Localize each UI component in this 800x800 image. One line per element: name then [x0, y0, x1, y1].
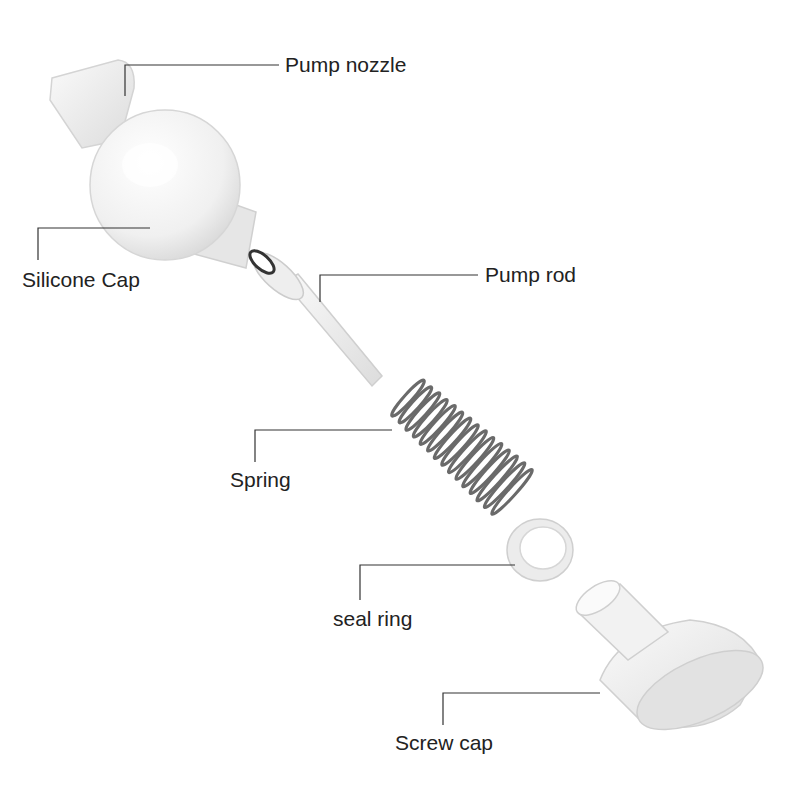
screw-cap	[571, 574, 775, 746]
leader-line	[443, 693, 600, 725]
pump-rod	[246, 245, 382, 386]
leader-line	[360, 565, 515, 600]
pump-nozzle	[50, 60, 256, 268]
spring	[385, 373, 535, 517]
part-label: Silicone Cap	[22, 268, 140, 292]
leader-lines	[38, 65, 600, 725]
seal-ring	[507, 519, 573, 581]
part-label: Pump rod	[485, 263, 576, 287]
part-label: seal ring	[333, 607, 412, 631]
leader-line	[255, 430, 392, 462]
leader-line	[320, 275, 478, 302]
part-label: Screw cap	[395, 731, 493, 755]
leader-line	[38, 228, 150, 260]
leader-line	[125, 65, 279, 96]
part-label: Pump nozzle	[285, 53, 406, 77]
part-label: Spring	[230, 468, 291, 492]
